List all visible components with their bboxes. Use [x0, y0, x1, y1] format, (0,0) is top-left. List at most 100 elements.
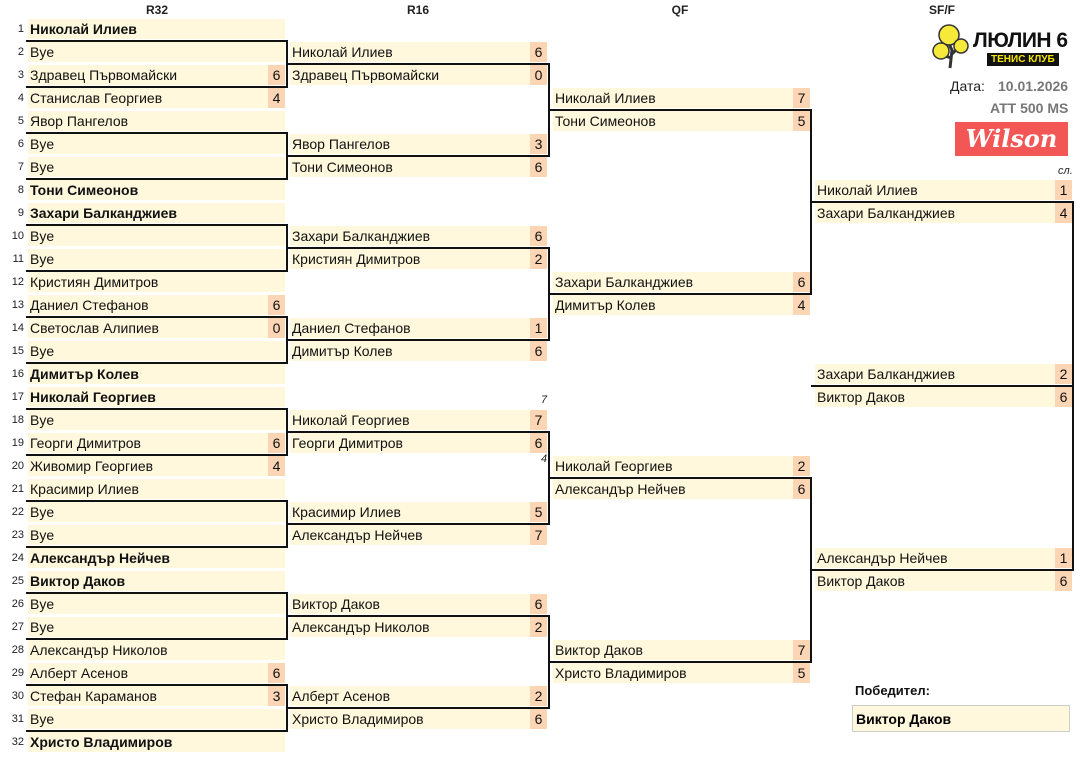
- score-cell[interactable]: 6: [530, 594, 547, 614]
- player-entry[interactable]: Bye: [28, 525, 285, 545]
- score-cell[interactable]: 3: [530, 134, 547, 154]
- score-cell[interactable]: 0: [268, 318, 285, 338]
- score-cell[interactable]: 4: [1055, 203, 1072, 223]
- score-cell[interactable]: 6: [530, 433, 547, 453]
- player-entry[interactable]: Захари Балканджиев: [815, 364, 1072, 384]
- player-entry[interactable]: Bye: [28, 594, 285, 614]
- score-cell[interactable]: 7: [530, 410, 547, 430]
- score-cell[interactable]: 7: [530, 525, 547, 545]
- score-cell[interactable]: 5: [793, 663, 810, 683]
- player-entry[interactable]: Христо Владимиров: [28, 732, 285, 752]
- score-cell[interactable]: 7: [793, 640, 810, 660]
- player-entry[interactable]: Даниел Стефанов: [290, 318, 547, 338]
- player-entry[interactable]: Bye: [28, 617, 285, 637]
- player-entry[interactable]: Кристиян Димитров: [290, 249, 547, 269]
- player-entry[interactable]: Стефан Караманов: [28, 686, 285, 706]
- score-cell[interactable]: 6: [268, 663, 285, 683]
- score-cell[interactable]: 4: [268, 88, 285, 108]
- score-cell[interactable]: 1: [1055, 180, 1072, 200]
- player-entry[interactable]: Живомир Георгиев: [28, 456, 285, 476]
- score-cell[interactable]: 6: [1055, 387, 1072, 407]
- score-cell[interactable]: 6: [530, 226, 547, 246]
- player-entry[interactable]: Александър Николов: [290, 617, 547, 637]
- player-entry[interactable]: Александър Нейчев: [553, 479, 810, 499]
- score-cell[interactable]: 6: [530, 42, 547, 62]
- player-entry[interactable]: Алберт Асенов: [290, 686, 547, 706]
- player-entry[interactable]: Даниел Стефанов: [28, 295, 285, 315]
- player-entry[interactable]: Николай Илиев: [28, 19, 285, 39]
- player-entry[interactable]: Николай Георгиев: [553, 456, 810, 476]
- player-entry[interactable]: Николай Илиев: [553, 88, 810, 108]
- player-entry[interactable]: Николай Георгиев: [28, 387, 285, 407]
- player-entry[interactable]: Виктор Даков: [290, 594, 547, 614]
- score-cell[interactable]: 4: [793, 295, 810, 315]
- score-cell[interactable]: 0: [530, 65, 547, 85]
- score-cell[interactable]: 6: [530, 157, 547, 177]
- score-cell[interactable]: 6: [793, 272, 810, 292]
- player-entry[interactable]: Bye: [28, 249, 285, 269]
- player-entry[interactable]: Явор Пангелов: [290, 134, 547, 154]
- player-entry[interactable]: Христо Владимиров: [290, 709, 547, 729]
- player-entry[interactable]: Димитър Колев: [28, 364, 285, 384]
- player-entry[interactable]: Тони Симеонов: [28, 180, 285, 200]
- player-entry[interactable]: Красимир Илиев: [290, 502, 547, 522]
- player-entry[interactable]: Виктор Даков: [815, 571, 1072, 591]
- player-entry[interactable]: Здравец Първомайски: [28, 65, 285, 85]
- player-entry[interactable]: Димитър Колев: [553, 295, 810, 315]
- player-entry[interactable]: Николай Илиев: [290, 42, 547, 62]
- player-entry[interactable]: Bye: [28, 134, 285, 154]
- player-entry[interactable]: Тони Симеонов: [290, 157, 547, 177]
- score-cell[interactable]: 3: [268, 686, 285, 706]
- score-cell[interactable]: 6: [268, 65, 285, 85]
- player-entry[interactable]: Виктор Даков: [553, 640, 810, 660]
- score-cell[interactable]: 1: [1055, 548, 1072, 568]
- player-entry[interactable]: Георги Димитров: [290, 433, 547, 453]
- score-cell[interactable]: 7: [793, 88, 810, 108]
- score-cell[interactable]: 6: [530, 341, 547, 361]
- player-entry[interactable]: Bye: [28, 502, 285, 522]
- player-entry[interactable]: Станислав Георгиев: [28, 88, 285, 108]
- player-entry[interactable]: Bye: [28, 709, 285, 729]
- winner-field[interactable]: Виктор Даков: [852, 705, 1070, 732]
- player-entry[interactable]: Захари Балканджиев: [815, 203, 1072, 223]
- score-cell[interactable]: 2: [530, 249, 547, 269]
- player-entry[interactable]: Николай Георгиев: [290, 410, 547, 430]
- player-entry[interactable]: Алберт Асенов: [28, 663, 285, 683]
- player-entry[interactable]: Димитър Колев: [290, 341, 547, 361]
- score-cell[interactable]: 1: [530, 318, 547, 338]
- player-entry[interactable]: Александър Николов: [28, 640, 285, 660]
- player-entry[interactable]: Светослав Алипиев: [28, 318, 285, 338]
- player-entry[interactable]: Bye: [28, 410, 285, 430]
- player-entry[interactable]: Захари Балканджиев: [553, 272, 810, 292]
- score-cell[interactable]: 2: [530, 686, 547, 706]
- player-entry[interactable]: Bye: [28, 157, 285, 177]
- player-entry[interactable]: Bye: [28, 341, 285, 361]
- score-cell[interactable]: 6: [530, 709, 547, 729]
- score-cell[interactable]: 4: [268, 456, 285, 476]
- score-cell[interactable]: 6: [793, 479, 810, 499]
- score-cell[interactable]: 5: [530, 502, 547, 522]
- score-cell[interactable]: 6: [268, 295, 285, 315]
- player-entry[interactable]: Александър Нейчев: [815, 548, 1072, 568]
- player-entry[interactable]: Захари Балканджиев: [28, 203, 285, 223]
- score-cell[interactable]: 2: [530, 617, 547, 637]
- player-entry[interactable]: Александър Нейчев: [290, 525, 547, 545]
- score-cell[interactable]: 2: [1055, 364, 1072, 384]
- score-cell[interactable]: 6: [268, 433, 285, 453]
- player-entry[interactable]: Bye: [28, 226, 285, 246]
- score-cell[interactable]: 5: [793, 111, 810, 131]
- player-entry[interactable]: Захари Балканджиев: [290, 226, 547, 246]
- player-entry[interactable]: Кристиян Димитров: [28, 272, 285, 292]
- player-entry[interactable]: Явор Пангелов: [28, 111, 285, 131]
- player-entry[interactable]: Николай Илиев: [815, 180, 1072, 200]
- player-entry[interactable]: Христо Владимиров: [553, 663, 810, 683]
- player-entry[interactable]: Виктор Даков: [815, 387, 1072, 407]
- player-entry[interactable]: Красимир Илиев: [28, 479, 285, 499]
- player-entry[interactable]: Георги Димитров: [28, 433, 285, 453]
- player-entry[interactable]: Александър Нейчев: [28, 548, 285, 568]
- player-entry[interactable]: Здравец Първомайски: [290, 65, 547, 85]
- player-entry[interactable]: Виктор Даков: [28, 571, 285, 591]
- score-cell[interactable]: 2: [793, 456, 810, 476]
- player-entry[interactable]: Тони Симеонов: [553, 111, 810, 131]
- player-entry[interactable]: Bye: [28, 42, 285, 62]
